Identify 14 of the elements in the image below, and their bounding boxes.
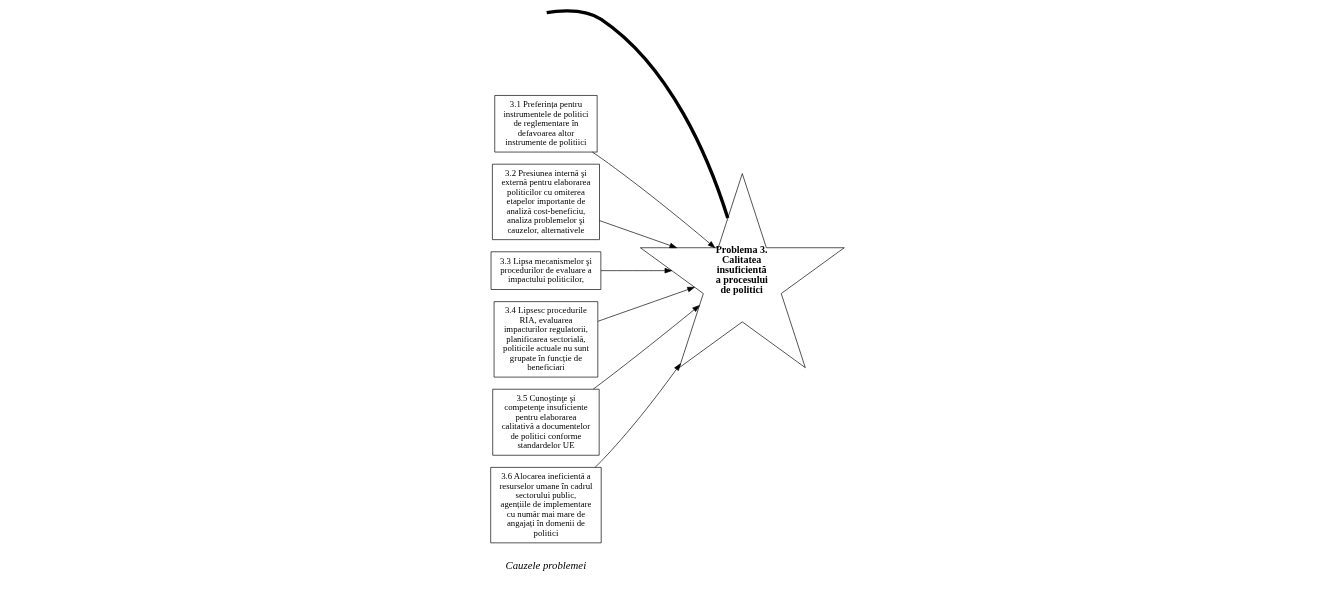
arrow [597,286,695,322]
node-box: 3.6 Alocarea ineficientă a resurselor umane în cadrul sectorului public, agențiile de implementare cu număr mai mare de angajați în domenii de politici [489,467,602,544]
node-box: 3.3 Lipsa mecanismelor şi procedurilor de evaluare a impactului politicilor, [490,251,601,290]
arrow [592,305,700,390]
node-box: 3.1 Preferința pentru instrumentele de politici de reglementare în defavoarea altor instrumente de politiici [493,95,597,153]
connector [545,9,729,219]
arrow [600,267,672,274]
arrow [591,151,715,249]
arrow [598,220,677,249]
node-box: 3.2 Presiunea internă şi externă pentru elaborarea politicilor cu omiterea etapelor importante de analiză cost-beneficiu, analiza problemelor şi cauzelor, alternativele [491,163,600,240]
arrow [594,363,681,468]
node-box: 3.4 Lipsesc procedurile RIA, evaluarea impacturilor regulatorii, planificarea sectorială, politicile actuale nu sunt grupate în funcție de beneficiari [493,301,598,378]
node-box: 3.5 Cunoştinţe şi competenţe insuficiente pentru elaborarea calitativă a documentelor de politici conforme standardelor UE [491,388,599,456]
label: Cauzele problemei [505,558,586,571]
